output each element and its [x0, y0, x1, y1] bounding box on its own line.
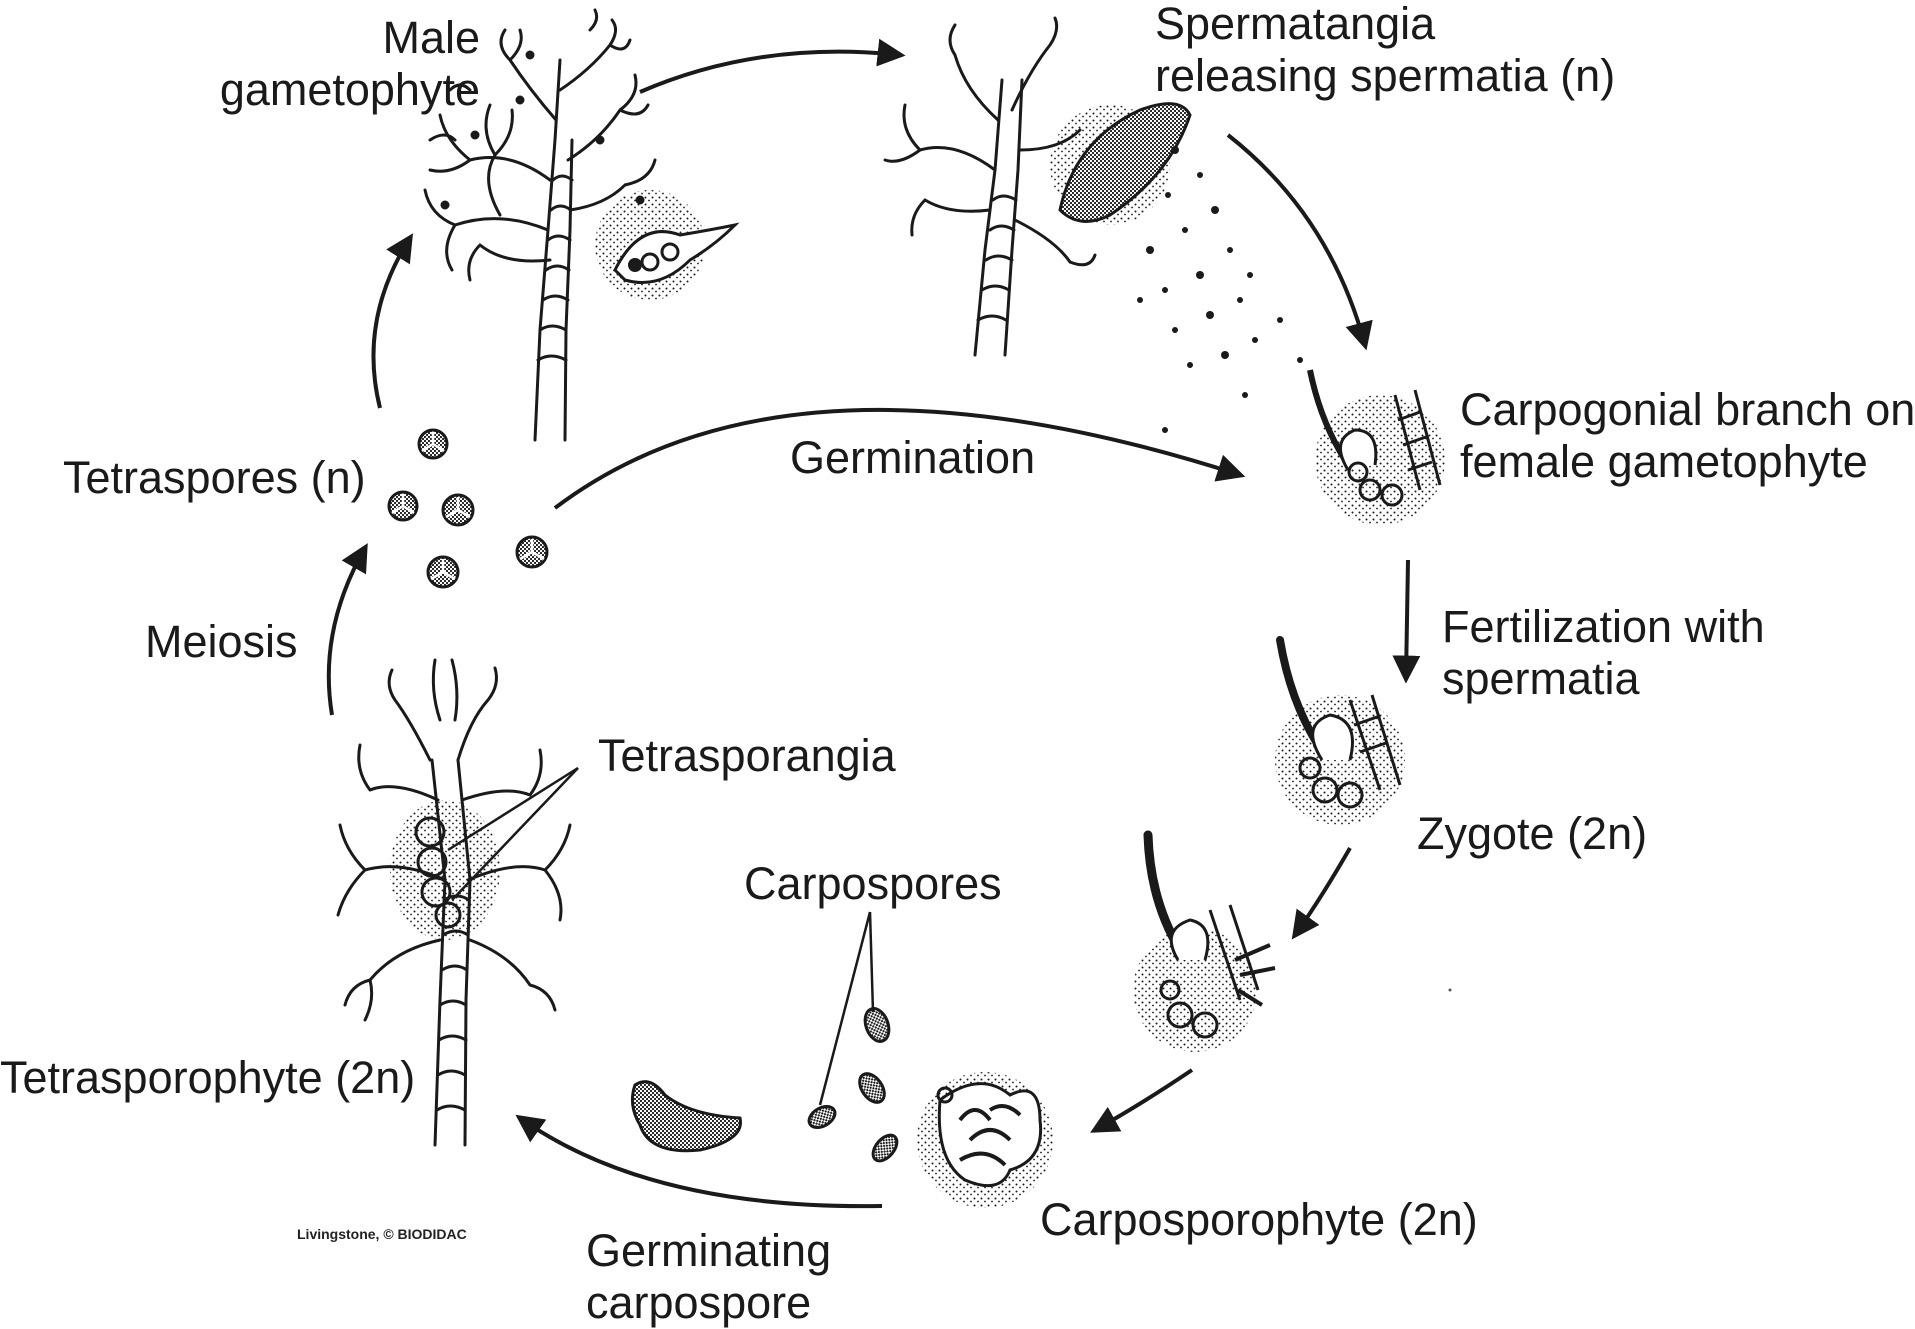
spermatangia-plant-illustration	[883, 16, 1097, 357]
tetraspores-illustration	[387, 428, 549, 589]
male-gametophyte-carpogonium-detail	[595, 190, 740, 300]
carpogonial-branch-illustration	[1307, 369, 1445, 525]
tetraspore-division-lines	[391, 432, 545, 581]
label-germination: Germination	[790, 432, 1036, 483]
arrow-to-carposporophyte	[1090, 1068, 1194, 1133]
carposporophyte-illustration	[917, 1072, 1053, 1208]
label-male-gametophyte: Male gametophyte	[219, 12, 480, 115]
label-carposporophyte: Carposporophyte (2n)	[1040, 1194, 1478, 1245]
germinating-carpospore-illustration	[630, 1080, 742, 1153]
speck	[1448, 988, 1452, 992]
arrow-male-to-spermatangia	[639, 38, 906, 94]
developing-carposporophyte-illustration	[1133, 830, 1276, 1052]
image-credit: Livingstone, © BIODIDAC	[297, 1226, 467, 1242]
label-tetraspores: Tetraspores (n)	[63, 452, 366, 503]
arrow-zygote-to-carposporophyte-stage	[1291, 847, 1352, 940]
arrow-carposporophyte-to-tetrasporophyte	[515, 1114, 883, 1209]
label-carpospores: Carpospores	[744, 858, 1002, 909]
zygote-illustration	[1275, 636, 1405, 825]
tetrasporangia-pointer-lines	[447, 766, 579, 901]
label-fertilization: Fertilization with spermatia	[1442, 601, 1765, 704]
label-zygote: Zygote (2n)	[1417, 808, 1648, 859]
arrow-tetraspores-to-male-gametophyte	[371, 233, 413, 409]
arrow-germination	[553, 407, 1246, 510]
label-tetrasporophyte: Tetrasporophyte (2n)	[0, 1052, 416, 1103]
label-spermatangia: Spermatangia releasing spermatia (n)	[1155, 0, 1616, 101]
label-carpogonial-branch: Carpogonial branch on female gametophyte	[1460, 384, 1915, 487]
arrow-spermatangia-to-carpogonial	[1226, 133, 1373, 351]
arrow-carpogonial-to-zygote	[1392, 559, 1421, 684]
label-meiosis: Meiosis	[145, 616, 298, 667]
carpospores-illustration	[807, 1007, 899, 1163]
released-spermatia	[1137, 146, 1303, 433]
label-tetrasporangia: Tetrasporangia	[598, 730, 896, 781]
tetrasporangia-cluster	[390, 800, 500, 940]
label-germinating-carpospore: Germinating carpospore	[586, 1225, 832, 1328]
arrow-tetrasporophyte-to-tetraspores	[326, 543, 368, 716]
cycle-arrows	[326, 38, 1421, 1209]
spermatangia-cluster	[1050, 102, 1192, 225]
male-gametophyte-illustration	[423, 8, 657, 442]
carpospore-pointer-lines	[818, 911, 875, 1106]
